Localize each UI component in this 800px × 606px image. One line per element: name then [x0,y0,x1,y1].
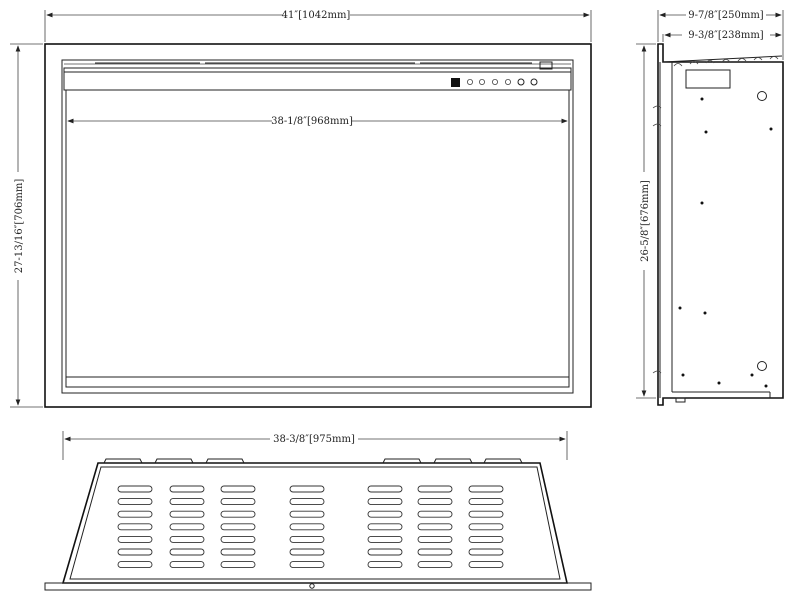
vent-slot-grid [117,485,504,569]
vent-slot [367,510,403,518]
vent-slot [169,548,205,556]
vent-slot [220,485,256,493]
vent-slot [117,510,153,518]
side-height-dimension: 26-5/8″[676mm] [636,43,656,399]
front-height-label: 27-13/16″[706mm] [14,179,25,274]
vent-slot [417,485,453,493]
vent-slot [468,535,504,543]
side-edge-clips [652,105,662,374]
vent-slot [117,485,153,493]
vent-slot [289,523,325,531]
side-view [652,43,784,406]
vent-slot [117,548,153,556]
vent-slot [367,523,403,531]
front-view [44,43,592,408]
vent-slot [367,561,403,569]
top-width-label: 38-3/8″[975mm] [273,434,355,445]
vent-slot [468,498,504,506]
front-height-dimension: 27-13/16″[706mm] [10,43,43,408]
top-view: 38-3/8″[975mm] [44,431,592,591]
top-vent-tabs [103,458,523,464]
vent-slot [289,498,325,506]
side-screw-holes [678,97,773,388]
vent-slot [367,535,403,543]
front-width-label: 41″[1042mm] [282,10,351,21]
vent-slot [289,510,325,518]
vent-slot [220,510,256,518]
vent-slot [169,535,205,543]
vent-slot [220,561,256,569]
vent-slot [417,498,453,506]
vent-slot [417,561,453,569]
vent-slot [220,523,256,531]
vent-slot [289,561,325,569]
vent-slot [289,548,325,556]
vent-slot [417,548,453,556]
vent-slot [289,535,325,543]
vent-slot [169,561,205,569]
vent-slot [417,523,453,531]
control-panel [451,78,538,87]
vent-slot [468,485,504,493]
vent-slot [117,498,153,506]
vent-slot [117,523,153,531]
vent-slot [117,561,153,569]
vent-slot [468,561,504,569]
vent-slot [220,498,256,506]
side-depth-body-label: 9-3/8″[238mm] [688,30,764,41]
side-top-tabs [673,56,779,67]
vent-slot [117,535,153,543]
vent-slot [169,498,205,506]
vent-slot [417,535,453,543]
vent-slot [468,548,504,556]
vent-slot [220,548,256,556]
vent-slot [417,510,453,518]
vent-slot [468,510,504,518]
vent-slot [367,548,403,556]
vent-slot [169,510,205,518]
front-width-dimension: 41″[1042mm] [44,10,592,42]
side-depth-dimension: 9-7/8″[250mm] 9-3/8″[238mm] [657,10,784,60]
opening-width-label: 38-1/8″[968mm] [271,116,353,127]
side-depth-total-label: 9-7/8″[250mm] [688,10,764,21]
opening-width-dimension: 38-1/8″[968mm] [67,116,568,127]
vent-slot [367,498,403,506]
vent-slot [220,535,256,543]
vent-slot [289,485,325,493]
vent-slot [169,523,205,531]
side-height-label: 26-5/8″[676mm] [640,180,651,262]
vent-slot [468,523,504,531]
vent-slot [169,485,205,493]
vent-slot [367,485,403,493]
